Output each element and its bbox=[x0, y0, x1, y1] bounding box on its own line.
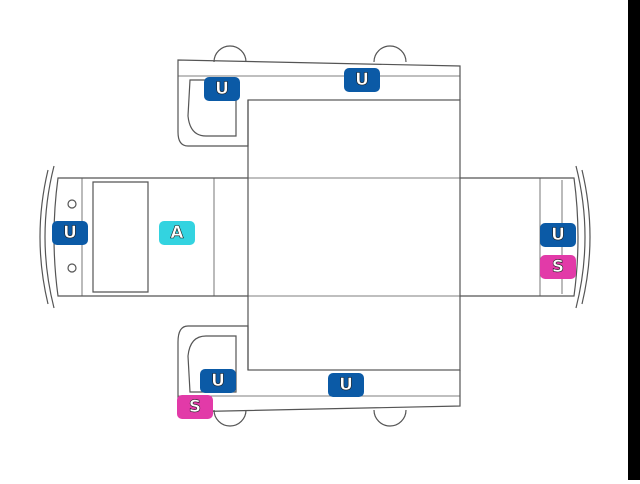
top-side-panel bbox=[177, 45, 461, 147]
damage-badge-s[interactable]: S bbox=[540, 255, 576, 279]
damage-badge-a[interactable]: A bbox=[159, 221, 195, 245]
damage-badge-u[interactable]: U bbox=[52, 221, 88, 245]
damage-badge-u[interactable]: U bbox=[540, 223, 576, 247]
damage-badge-u[interactable]: U bbox=[200, 369, 236, 393]
roof-panel bbox=[247, 99, 461, 371]
damage-badge-u[interactable]: U bbox=[344, 68, 380, 92]
right-edge-bar bbox=[628, 0, 640, 480]
damage-badge-s[interactable]: S bbox=[177, 395, 213, 419]
damage-badge-u[interactable]: U bbox=[204, 77, 240, 101]
bottom-side-panel bbox=[177, 325, 461, 427]
damage-badge-u[interactable]: U bbox=[328, 373, 364, 397]
